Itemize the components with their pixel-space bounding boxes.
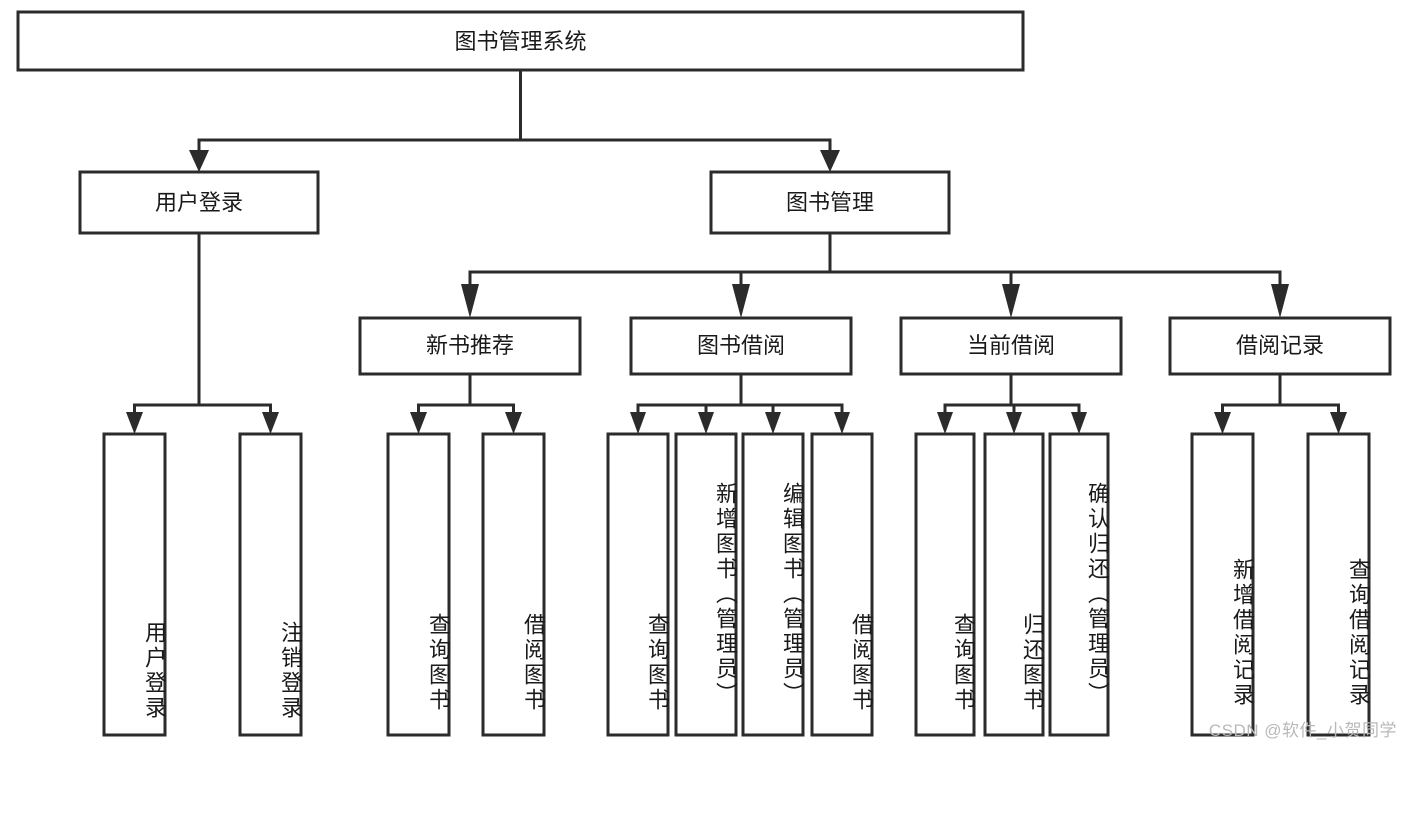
arrow-head-book-mgmt: [820, 150, 840, 172]
node-new-book-recommend-label: 新书推荐: [426, 333, 514, 358]
node-new-book-recommend[interactable]: 新书推荐: [358, 316, 582, 376]
leaf-rect-query-book-borrow[interactable]: [606, 432, 670, 737]
node-book-borrow[interactable]: 图书借阅: [629, 316, 853, 376]
arrow-head-newbook-leaf-2: [505, 412, 522, 434]
node-borrow-record[interactable]: 借阅记录: [1168, 316, 1392, 376]
node-user-login-rect[interactable]: [78, 170, 320, 235]
leaf-rect-add-borrow-record[interactable]: [1190, 432, 1255, 737]
arrow-head-book-borrow: [732, 284, 750, 318]
leaf-rect-return-book[interactable]: [983, 432, 1045, 737]
leaf-rect-confirm-return-admin[interactable]: [1048, 432, 1110, 737]
node-book-management[interactable]: 图书管理: [709, 170, 951, 235]
edges-group: [126, 68, 1347, 434]
node-user-login[interactable]: 用户登录: [78, 170, 320, 235]
node-current-borrow-label: 当前借阅: [967, 333, 1055, 358]
arrow-head-current-leaf-3: [1071, 412, 1087, 434]
node-root-system-label: 图书管理系统: [454, 29, 586, 54]
leaf-rect-borrow-book[interactable]: [810, 432, 874, 737]
arrow-head-record-leaf-2: [1330, 412, 1347, 434]
arrow-head-leaf-user-login: [126, 412, 143, 434]
node-book-management-label: 图书管理: [786, 190, 874, 215]
node-root-system-rect[interactable]: [16, 10, 1025, 72]
node-book-borrow-label: 图书借阅: [697, 333, 785, 358]
node-user-login-label: 用户登录: [155, 190, 243, 215]
arrow-head-leaf-logout: [262, 412, 279, 434]
arrow-head-borrow-leaf-1: [630, 412, 646, 434]
arrow-head-new-book-rec: [461, 284, 479, 318]
csdn-watermark: CSDN @软件_小贺同学: [1208, 721, 1397, 740]
leaf-rect-edit-book-admin[interactable]: [741, 432, 805, 737]
node-book-management-rect[interactable]: [709, 170, 951, 235]
node-current-borrow-rect[interactable]: [899, 316, 1123, 376]
arrow-head-borrow-leaf-2: [698, 412, 714, 434]
leaf-rects-group: [102, 432, 1371, 737]
leaf-rect-query-borrow-record[interactable]: [1306, 432, 1371, 737]
leaf-rect-user-login[interactable]: [102, 432, 167, 737]
node-root-system[interactable]: 图书管理系统: [16, 10, 1025, 72]
leaf-rect-query-book-newrec[interactable]: [386, 432, 451, 737]
leaf-rect-borrow-book-newrec[interactable]: [481, 432, 546, 737]
arrow-head-borrow-leaf-4: [834, 412, 850, 434]
arrow-head-borrow-record: [1271, 284, 1289, 318]
node-current-borrow[interactable]: 当前借阅: [899, 316, 1123, 376]
arrow-head-current-leaf-1: [937, 412, 953, 434]
arrow-head-current-borrow: [1002, 284, 1020, 318]
arrow-head-record-leaf-1: [1214, 412, 1231, 434]
hierarchy-diagram-svg: 图书管理系统 用户登录 图书管理 新书推荐 图书借阅 当前借阅 借阅记录: [16, 10, 1392, 737]
node-borrow-record-label: 借阅记录: [1236, 333, 1324, 358]
node-new-book-recommend-rect[interactable]: [358, 316, 582, 376]
leaf-rect-add-book-admin[interactable]: [674, 432, 738, 737]
diagram-canvas: 图书管理系统 用户登录 图书管理 新书推荐 图书借阅 当前借阅 借阅记录: [16, 10, 1397, 740]
leaf-rect-query-book-current[interactable]: [914, 432, 976, 737]
arrow-head-newbook-leaf-1: [410, 412, 427, 434]
arrow-head-user-login: [189, 150, 209, 172]
arrow-head-current-leaf-2: [1006, 412, 1022, 434]
node-book-borrow-rect[interactable]: [629, 316, 853, 376]
arrow-head-borrow-leaf-3: [765, 412, 781, 434]
leaf-rect-logout[interactable]: [238, 432, 303, 737]
node-borrow-record-rect[interactable]: [1168, 316, 1392, 376]
